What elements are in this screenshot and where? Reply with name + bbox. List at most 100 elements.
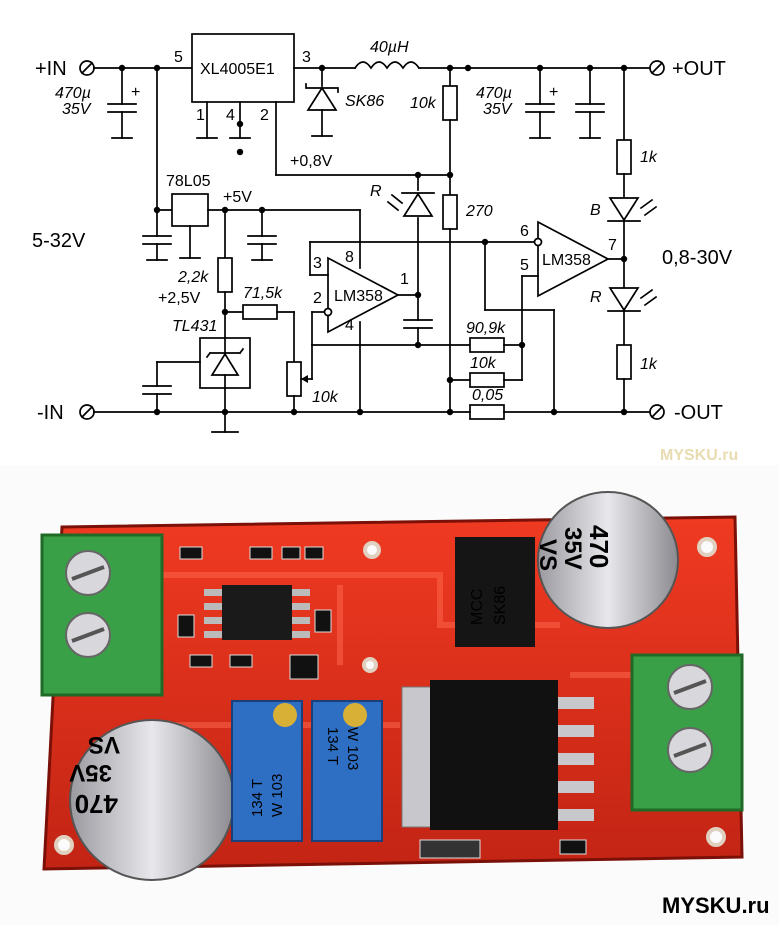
cap-out-voltage: 35V	[483, 101, 513, 118]
ground-terminal	[79, 404, 95, 420]
capacitor-left: 470 35V VS	[69, 719, 235, 881]
svg-text:134 T: 134 T	[249, 779, 266, 817]
resistor-1k-bottom	[616, 344, 632, 380]
resistor-10k-bottom	[469, 372, 505, 388]
r270-label: 270	[465, 203, 493, 220]
input-capacitor: +	[107, 67, 140, 139]
r10k-top-label: 10k	[410, 95, 437, 112]
resistor-90k9	[469, 337, 505, 353]
cap-in-voltage: 35V	[62, 101, 92, 118]
op2-pin5: 5	[520, 257, 529, 274]
opamp-1	[327, 256, 400, 334]
v25-label: +2,5V	[158, 290, 201, 307]
pot-label: 10k	[312, 389, 339, 406]
in-plus-label: +IN	[35, 58, 67, 80]
led-feedback-red	[386, 174, 435, 217]
input-terminal	[79, 60, 95, 76]
output-range: 0,8-30V	[662, 247, 733, 269]
op1-pin8: 8	[345, 249, 354, 266]
r2k2-label: 2,2k	[177, 269, 209, 286]
rshunt-label: 0,05	[472, 387, 503, 404]
svg-text:W 103: W 103	[269, 774, 286, 817]
potentiometer-10k	[286, 361, 302, 397]
inductor	[353, 61, 421, 70]
led-blue	[607, 197, 658, 222]
watermark-top: MYSKU.ru	[660, 447, 738, 460]
input-range: 5-32V	[32, 230, 86, 252]
op1-pin1: 1	[400, 271, 409, 288]
r1k-bottom-label: 1k	[640, 356, 658, 373]
output-ceramic-capacitor	[575, 67, 605, 139]
svg-text:VS: VS	[88, 731, 120, 758]
led-r-label: R	[370, 183, 382, 200]
resistor-270	[442, 194, 458, 230]
opamp-chip	[204, 585, 310, 640]
opamp-2	[537, 220, 610, 298]
schottky-diode-part: MCC SK86	[455, 537, 535, 647]
feedback-voltage: +0,8V	[290, 153, 333, 170]
r71k5-label: 71,5k	[243, 285, 283, 302]
regulator-label: XL4005E1	[200, 61, 275, 78]
cap-out-value: 470µ	[476, 85, 512, 102]
opamp2-label: LM358	[542, 252, 591, 269]
cap-in-value: 470µ	[55, 85, 91, 102]
smd-components	[177, 546, 587, 859]
op1-pin2: 2	[313, 290, 322, 307]
svg-text:470: 470	[584, 525, 614, 568]
ldo-label: 78L05	[166, 173, 211, 190]
inductor-label: 40µH	[370, 39, 409, 56]
out-minus-label: -OUT	[674, 402, 723, 424]
capacitor-right: 470 35V VS	[534, 491, 679, 629]
svg-text:+: +	[131, 84, 140, 101]
out-plus-label: +OUT	[672, 58, 726, 80]
resistor-10k-top	[442, 85, 458, 121]
led-b-label: B	[590, 202, 601, 219]
op1-pin4: 4	[345, 317, 354, 334]
svg-text:134 T: 134 T	[324, 727, 341, 765]
op2-pin7: 7	[608, 237, 617, 254]
pcb-photo: 470 35V VS 134 T W 103 134 T W 103 MCC	[0, 465, 779, 925]
r1k-top-label: 1k	[640, 149, 658, 166]
output-minus-terminal	[649, 404, 665, 420]
svg-text:35V: 35V	[69, 759, 112, 786]
op2-pin6: 6	[520, 223, 529, 240]
regulator-package	[401, 680, 594, 830]
led-r2-label: R	[590, 289, 602, 306]
output-capacitor: +	[525, 67, 558, 139]
reg-pin-4: 4	[226, 107, 235, 124]
svg-text:+: +	[549, 84, 558, 101]
svg-text:W 103: W 103	[344, 727, 361, 770]
reg-pin-5: 5	[174, 49, 183, 66]
opamp1-label: LM358	[334, 288, 383, 305]
svg-text:35V: 35V	[559, 527, 586, 570]
circuit-schematic: +IN + 470µ 35V XL4005E1 5 3 1 4 2 +0,8V …	[32, 33, 738, 460]
svg-text:VS: VS	[534, 539, 561, 571]
r10k-bottom-label: 10k	[470, 355, 497, 372]
reg-pin-1: 1	[196, 107, 205, 124]
trimmer-pot-right: 134 T W 103	[311, 700, 383, 842]
output-terminal	[649, 60, 665, 76]
resistor-71k5	[242, 304, 278, 320]
cap-left-marking: 470	[75, 789, 118, 819]
output-terminal-block	[630, 653, 744, 812]
resistor-2k2	[217, 257, 233, 293]
regulator-ic	[191, 33, 295, 103]
resistor-shunt	[469, 404, 505, 420]
diode-label: SK86	[345, 93, 384, 110]
v5-label: +5V	[223, 189, 252, 206]
op1-pin3: 3	[313, 255, 322, 272]
input-terminal-block	[40, 533, 164, 697]
trimmer-pot-left: 134 T W 103	[231, 700, 303, 842]
svg-text:SK86: SK86	[492, 586, 509, 625]
in-minus-label: -IN	[37, 402, 64, 424]
tl431-label: TL431	[172, 318, 217, 335]
watermark-photo: MYSKU.ru	[662, 893, 770, 918]
led-red	[607, 287, 658, 312]
ldo-78l05	[171, 193, 209, 227]
schottky-diode	[305, 67, 339, 137]
mounting-holes	[54, 537, 726, 855]
reg-pin-3: 3	[302, 49, 311, 66]
reg-pin-2: 2	[260, 107, 269, 124]
r90k9-label: 90,9k	[466, 320, 506, 337]
resistor-1k-top	[616, 139, 632, 175]
